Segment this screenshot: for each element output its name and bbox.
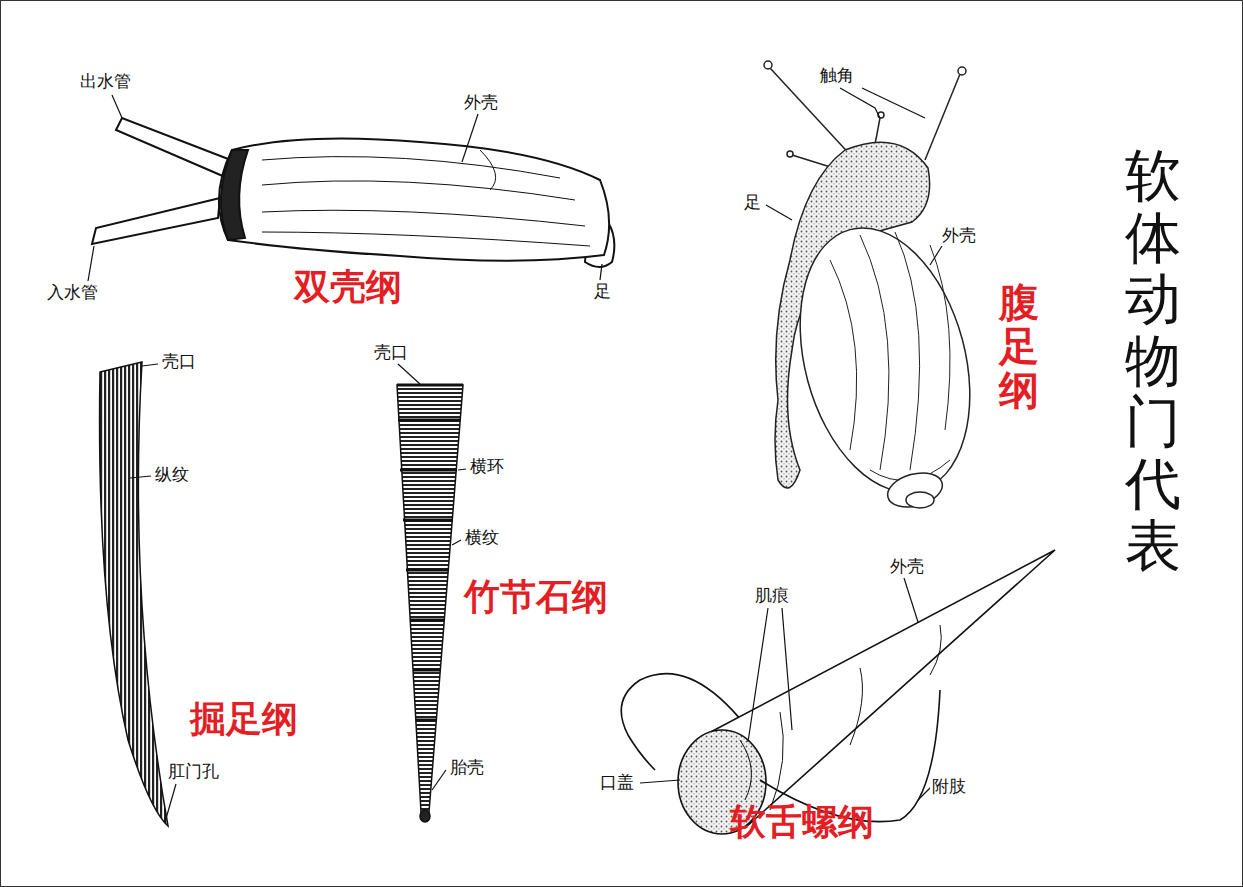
part-label: 口盖 bbox=[598, 773, 636, 793]
part-label: 足 bbox=[592, 282, 613, 302]
leader-lines bbox=[130, 364, 176, 822]
class-name: 掘足纲 bbox=[188, 698, 300, 739]
part-label: 入水管 bbox=[45, 283, 100, 303]
diagram-title: 软体动物门代表 bbox=[1125, 145, 1181, 576]
part-label: 横纹 bbox=[463, 528, 501, 548]
part-label: 足 bbox=[742, 193, 763, 213]
part-label: 触角 bbox=[818, 66, 856, 86]
hyolith-drawing bbox=[621, 550, 1055, 834]
part-label: 出水管 bbox=[78, 72, 133, 92]
part-label: 外壳 bbox=[888, 557, 926, 577]
part-label: 横环 bbox=[468, 457, 506, 477]
class-name: 腹足纲 bbox=[999, 280, 1039, 412]
leader-lines bbox=[88, 95, 602, 281]
part-label: 外壳 bbox=[462, 93, 500, 113]
scaphopod-drawing bbox=[100, 362, 168, 826]
gastropod-drawing bbox=[764, 61, 997, 513]
part-label: 肌痕 bbox=[753, 586, 791, 606]
part-label: 肛门孔 bbox=[166, 762, 221, 782]
part-label: 壳口 bbox=[372, 343, 410, 363]
leader-lines bbox=[640, 578, 932, 800]
class-name: 软舌螺纲 bbox=[728, 801, 876, 842]
leader-lines bbox=[766, 88, 942, 265]
leader-lines bbox=[398, 364, 466, 790]
part-label: 外壳 bbox=[940, 226, 978, 246]
part-label: 附肢 bbox=[930, 777, 968, 797]
part-label: 壳口 bbox=[160, 352, 198, 372]
part-label: 纵纹 bbox=[153, 465, 191, 485]
tentaculitid-drawing bbox=[397, 385, 463, 822]
class-name: 竹节石纲 bbox=[462, 576, 610, 617]
class-name: 双壳纲 bbox=[292, 266, 404, 307]
bivalve-drawing bbox=[92, 118, 614, 267]
part-label: 胎壳 bbox=[448, 758, 486, 778]
